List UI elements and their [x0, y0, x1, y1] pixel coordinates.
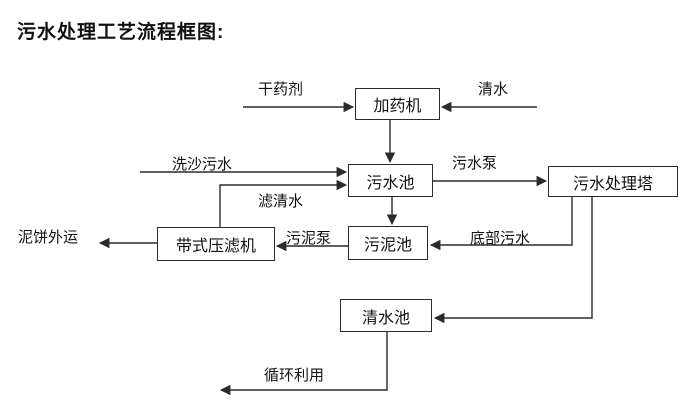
- label-dry-chemical: 干药剂: [258, 81, 304, 98]
- label-sand-washing-sewage: 洗沙污水: [172, 156, 233, 173]
- node-belt-filter-press: 带式压滤机: [157, 227, 275, 261]
- arrow-filtered-water-to-sewage-pool: [219, 179, 348, 227]
- label-mud-cake-shipped-out: 泥饼外运: [18, 229, 79, 246]
- label-recycling: 循环利用: [264, 367, 325, 384]
- arrow-recycling-out: [219, 332, 388, 396]
- arrow-bottom-sewage-to-sludge-pool: [429, 197, 573, 251]
- node-clean-water-pool: 清水池: [340, 299, 432, 332]
- label-filtered-water: 滤清水: [258, 193, 304, 210]
- label-bottom-sewage: 底部污水: [470, 230, 531, 247]
- node-sewage-treatment-tower: 污水处理塔: [548, 166, 678, 197]
- arrow-tower-to-clean-water-pool: [433, 197, 593, 324]
- node-dosing-machine: 加药机: [355, 88, 440, 120]
- label-sewage-pump: 污水泵: [452, 155, 498, 172]
- node-sludge-pool: 污泥池: [348, 226, 428, 260]
- label-clean-water: 清水: [478, 81, 509, 98]
- node-sewage-pool: 污水池: [348, 164, 433, 197]
- diagram-title: 污水处理工艺流程框图:: [17, 22, 225, 43]
- label-sludge-pump: 污泥泵: [286, 230, 332, 247]
